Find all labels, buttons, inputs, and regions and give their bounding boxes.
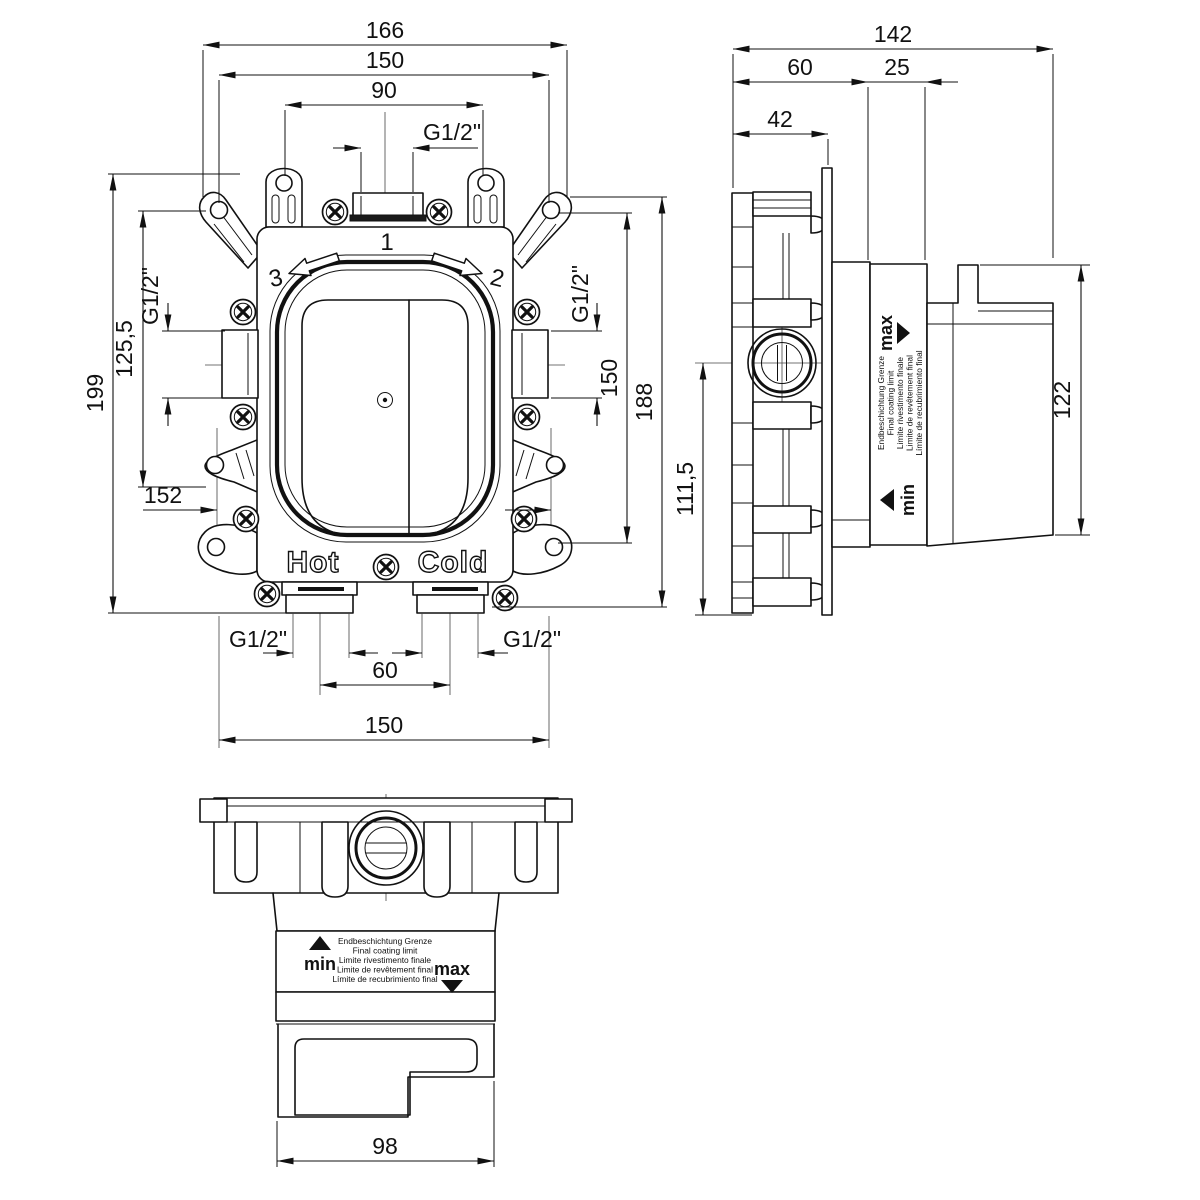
flange-edge-view [199, 797, 573, 898]
coating-line-4-bottom: Limite de revêtement final [337, 965, 433, 975]
dim-mounting-width-label: 150 [366, 47, 404, 73]
dim-right-thread: G1/2" [551, 265, 602, 426]
coating-line-4-side: Limite de revêtement final [905, 355, 915, 451]
dim-block-width: 98 [276, 1081, 495, 1167]
dim-finish-range: 25 [868, 54, 958, 260]
dim-hole-spacing-vertical-label: 150 [596, 359, 622, 397]
dim-overall-depth: 142 [732, 21, 1054, 258]
coating-line-3-side: Limite rivestimento finale [895, 357, 905, 450]
max-label-bottom: max [434, 959, 470, 979]
coating-line-2-bottom: Final coating limit [353, 946, 418, 956]
min-label-side: min [898, 484, 918, 516]
dim-guard-height: 122 [980, 264, 1090, 536]
coating-line-1-bottom: Endbeschichtung Grenze [338, 936, 432, 946]
dim-center-height: 111,5 [672, 363, 752, 616]
dim-bracket-depth: 42 [733, 106, 829, 165]
min-label-bottom: min [304, 954, 336, 974]
dim-finish-range-label: 25 [884, 54, 910, 80]
mounting-ears [197, 167, 573, 575]
coating-line-5-bottom: Límite de recubrimiento final [332, 974, 437, 984]
top-port [349, 192, 427, 222]
guard-body-bottom [272, 892, 500, 1118]
bottom-port-circle [348, 810, 424, 886]
dim-outlet-spacing-label: 60 [372, 657, 398, 683]
dim-right-height: 188 [492, 196, 667, 608]
port-2-number: 2 [487, 264, 506, 293]
dim-bracket-offset-label: 125,5 [111, 320, 137, 378]
dim-overall-depth-label: 142 [874, 21, 912, 47]
valve-body-outline [256, 226, 514, 583]
side-port-left [221, 329, 259, 399]
dim-bracket-offset: 125,5 [111, 210, 206, 488]
dim-inner-ear-spacing-label: 90 [371, 77, 397, 103]
dim-outlet-thread-right: G1/2" [392, 626, 561, 657]
dim-mounting-width: 150 [218, 47, 550, 203]
plaster-guard-opening [269, 254, 501, 543]
dim-outlet-spacing: 60 [320, 657, 450, 689]
dim-center-height-label: 111,5 [672, 462, 698, 516]
dim-block-width-label: 98 [372, 1133, 398, 1159]
dim-left-thread: G1/2" [137, 267, 225, 426]
dim-guard-height-label: 122 [1049, 381, 1075, 419]
side-port-circle [747, 328, 817, 398]
outlet-thread-right-label: G1/2" [503, 626, 561, 652]
dim-top-thread: G1/2" [333, 119, 481, 192]
dim-front-depth-label: 60 [787, 54, 813, 80]
dim-hole-spacing-horizontal: 152 [143, 482, 551, 514]
dim-bracket-depth-label: 42 [767, 106, 793, 132]
arrow-to-port-2-icon [430, 252, 483, 277]
plaster-guard-side [831, 261, 1054, 548]
port-3-number: 3 [267, 264, 286, 293]
center-screw [371, 552, 401, 582]
outlet-thread-left-label: G1/2" [229, 626, 287, 652]
dim-front-depth: 60 [733, 54, 869, 260]
dim-overall-width: 166 [202, 17, 568, 197]
dim-outlet-width-label: 150 [365, 712, 403, 738]
arrow-to-port-3-icon [288, 252, 341, 277]
dim-hole-spacing-vertical: 150 [558, 212, 632, 544]
coating-line-1-side: Endbeschichtung Grenze [876, 356, 886, 450]
right-thread-label: G1/2" [567, 265, 593, 323]
left-thread-label: G1/2" [137, 267, 163, 325]
max-label-side: max [876, 315, 896, 351]
top-thread-label: G1/2" [423, 119, 481, 145]
flange-plate-edge [821, 167, 833, 616]
dim-overall-width-label: 166 [366, 17, 404, 43]
front-view: 1 3 2 Hot Cold 166 150 90 [82, 17, 667, 748]
cold-label: Cold [418, 546, 489, 579]
coating-line-5-side: Límite de recubrimiento final [914, 350, 924, 455]
bottom-outlet-hot [281, 581, 358, 658]
wall-bracket [731, 191, 826, 614]
coating-line-3-bottom: Limite rivestimento finale [339, 955, 432, 965]
coating-label-side: min Endbeschichtung Grenze Final coating… [876, 315, 924, 516]
dim-outlet-width: 150 [219, 712, 549, 744]
dim-overall-height: 199 [82, 173, 288, 614]
dim-right-height-label: 188 [631, 383, 657, 421]
port-1-number: 1 [380, 229, 393, 256]
dim-outlet-thread-left: G1/2" [229, 626, 378, 657]
bottom-view: min Endbeschichtung Grenze Final coating… [199, 794, 573, 1167]
port-markings: 1 3 2 Hot Cold [267, 229, 507, 580]
bottom-outlet-cold [412, 581, 489, 658]
side-view: min Endbeschichtung Grenze Final coating… [672, 21, 1090, 616]
coating-line-2-side: Final coating limit [886, 370, 896, 435]
dim-hole-spacing-horizontal-label: 152 [144, 482, 182, 508]
dim-overall-height-label: 199 [82, 374, 108, 412]
hot-label: Hot [287, 546, 340, 579]
dim-inner-ear-spacing: 90 [284, 77, 484, 176]
coating-label-bottom: min Endbeschichtung Grenze Final coating… [304, 936, 470, 993]
side-port-right [511, 329, 549, 399]
